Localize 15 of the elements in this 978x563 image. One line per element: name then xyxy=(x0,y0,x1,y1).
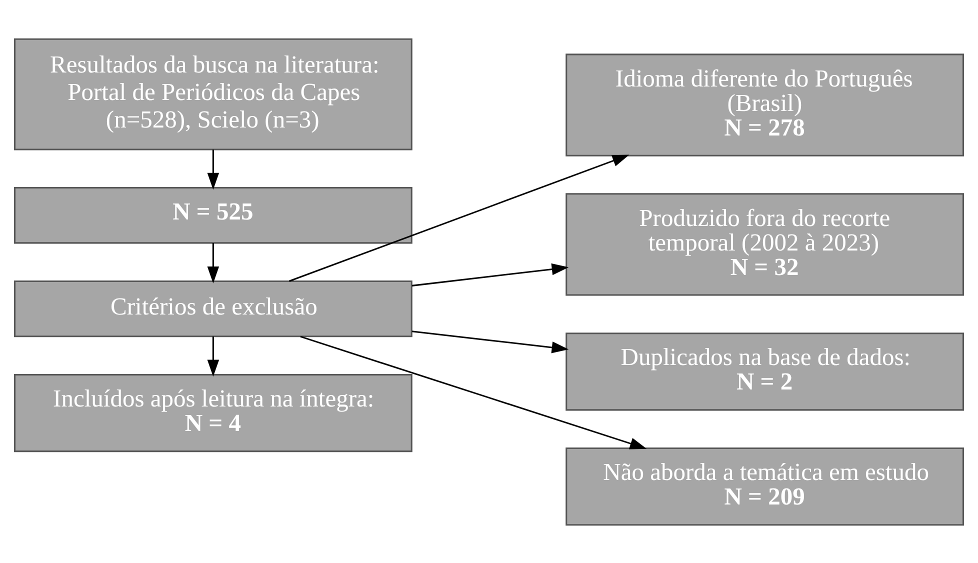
arrow xyxy=(207,149,220,190)
node-box: Critérios de exclusão xyxy=(14,280,412,337)
arrow xyxy=(289,154,630,282)
arrow xyxy=(207,242,220,283)
node-box: Idioma diferente do Português (Brasil) N = 278 xyxy=(566,53,964,156)
node-box: Incluídos após leitura na íntegra: N = 4 xyxy=(14,373,412,452)
node-box: N = 525 xyxy=(14,186,412,244)
arrow xyxy=(207,336,220,376)
node-box: Produzido fora do recorte temporal (2002 à 2023) N = 32 xyxy=(566,192,964,296)
arrow xyxy=(412,330,569,353)
node-box: Resultados da busca na literatura: Portal de Periódicos da Capes (n=528), Scielo (n=3) xyxy=(14,38,412,150)
node-box: Não aborda a temática em estudo N = 209 xyxy=(566,447,964,526)
arrow xyxy=(412,262,569,286)
arrow xyxy=(300,335,647,449)
node-box: Duplicados na base de dados: N = 2 xyxy=(566,332,964,410)
